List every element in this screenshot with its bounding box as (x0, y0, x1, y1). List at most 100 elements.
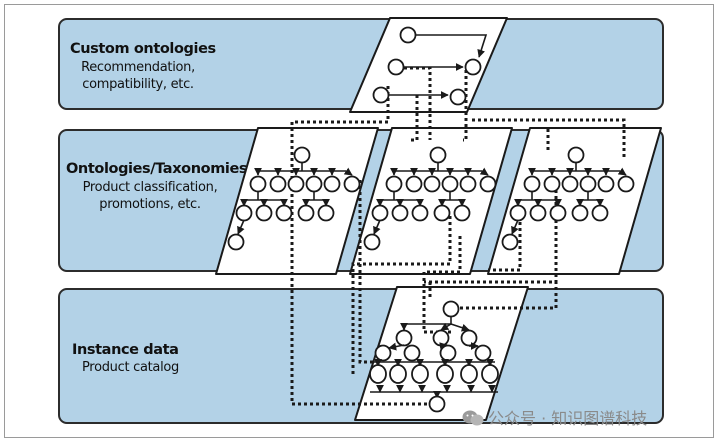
dotted-link-7 (358, 180, 377, 364)
taxonomy-1-root-node (293, 146, 311, 164)
custom-node-e (449, 88, 467, 106)
taxonomy-panel-3 (487, 127, 662, 275)
taxonomy-2-level2-node-a3 (411, 204, 429, 222)
taxonomy-2-level1-node-1 (385, 175, 403, 193)
taxonomy-1-level2-node-a2 (255, 204, 273, 222)
custom-node-d (464, 58, 482, 76)
taxonomy-1-level2-node-b2 (317, 204, 335, 222)
taxonomy-2-level1-node-6 (479, 175, 497, 193)
wechat-icon (462, 410, 484, 426)
trees-layer (227, 26, 635, 413)
dotted-link-12 (460, 282, 558, 310)
dotted-link-11 (488, 222, 522, 272)
taxonomy-2-root-node (429, 146, 447, 164)
custom-ontologies-subtitle: Recommendation, compatibility, etc. (70, 59, 206, 93)
taxonomy-3-level1-node-3 (561, 175, 579, 193)
instance-node-mid-1 (374, 344, 392, 362)
instance-data-title: Instance data (72, 342, 179, 358)
taxonomy-1-level2-node-a3 (275, 204, 293, 222)
dotted-link-8 (351, 216, 452, 374)
instance-bottom-node-4 (436, 364, 454, 384)
dotted-link-3 (409, 95, 419, 142)
taxonomy-3-root-node (567, 146, 585, 164)
dotted-link-2 (404, 66, 432, 140)
taxonomy-3-level1-node-2 (543, 175, 561, 193)
custom-ontologies-title: Custom ontologies (70, 41, 216, 57)
taxonomy-3-level3-node (501, 233, 519, 251)
instance-node-root (428, 395, 446, 413)
ontologies-taxonomies-subtitle: Product classification, promotions, etc. (70, 179, 230, 213)
taxonomy-3-level3-link (511, 219, 519, 235)
dotted-link-9 (422, 236, 462, 334)
instance-edge-top-3 (450, 323, 470, 332)
instance-bottom-node-2 (389, 364, 407, 384)
taxonomy-2-level2-node-a2 (391, 204, 409, 222)
taxonomy-3-level2-node-a2 (529, 204, 547, 222)
taxonomy-3-level2-node-a1 (509, 204, 527, 222)
taxonomy-panel-2 (349, 127, 513, 275)
dotted-link-1 (290, 86, 430, 406)
panels-layer (215, 17, 662, 421)
custom-node-b (387, 58, 405, 76)
taxonomy-1-level2-node-b1 (297, 204, 315, 222)
instance-edge-top-1 (400, 317, 452, 331)
instance-edge-mid-1 (388, 342, 405, 351)
instance-node-l1-3 (460, 329, 478, 347)
ontologies-taxonomies-subtitle-line1: Product classification, (82, 180, 218, 195)
custom-node-a (399, 26, 417, 44)
taxonomy-3-level2-node-b1 (571, 204, 589, 222)
ontologies-taxonomies-title: Ontologies/Taxonomies (66, 161, 248, 177)
instance-edge-top-2 (440, 322, 452, 331)
taxonomy-1-level1-node-2 (269, 175, 287, 193)
taxonomy-2-level2-node-a1 (371, 204, 389, 222)
instance-node-mid-2 (403, 344, 421, 362)
taxonomy-1-level1-link-6 (343, 167, 353, 176)
taxonomy-2-level1-link-6 (479, 167, 489, 176)
taxonomy-1-level3-link (237, 219, 245, 235)
taxonomy-1-level3-node (227, 233, 245, 251)
watermark-text: 公众号 · 知识图谱科技 (488, 409, 648, 428)
taxonomy-2-level3-link (373, 219, 381, 235)
taxonomy-1-level1-node-1 (249, 175, 267, 193)
instance-bottom-node-1 (369, 364, 387, 384)
taxonomy-2-level3-node (363, 233, 381, 251)
custom-ontologies-subtitle-line1: Recommendation, (81, 60, 195, 75)
instance-node-mid-3 (439, 344, 457, 362)
taxonomy-2-level2-node-b2 (453, 204, 471, 222)
taxonomy-1-level1-node-4 (305, 175, 323, 193)
taxonomy-2-level1-node-2 (405, 175, 423, 193)
custom-edge-a-d (416, 34, 488, 58)
watermark: 公众号 · 知识图谱科技 (462, 405, 647, 429)
instance-node-mid-4 (474, 344, 492, 362)
custom-ontologies-subtitle-line2: compatibility, etc. (82, 77, 194, 92)
taxonomy-3-level1-node-1 (523, 175, 541, 193)
taxonomy-2-level2-node-b1 (433, 204, 451, 222)
taxonomy-3-level1-node-6 (617, 175, 635, 193)
taxonomy-panel-1 (215, 127, 379, 275)
taxonomy-2-level1-node-3 (423, 175, 441, 193)
taxonomy-1-level2-node-a1 (235, 204, 253, 222)
instance-bottom-node-6 (481, 364, 499, 384)
taxonomy-2-level1-node-5 (459, 175, 477, 193)
instance-bottom-node-3 (411, 364, 429, 384)
taxonomy-3-level1-node-4 (579, 175, 597, 193)
custom-node-c (372, 86, 390, 104)
dotted-link-5 (472, 118, 626, 158)
taxonomy-3-level2-node-a3 (549, 204, 567, 222)
taxonomy-1-level1-node-3 (287, 175, 305, 193)
taxonomy-1-level1-node-5 (323, 175, 341, 193)
instance-node-top (442, 300, 460, 318)
taxonomy-1-level1-node-6 (343, 175, 361, 193)
taxonomy-3-level2-node-b2 (591, 204, 609, 222)
instance-edge-mid-3 (439, 342, 448, 351)
ontologies-taxonomies-subtitle-line2: promotions, etc. (99, 197, 201, 212)
instance-node-l1-2 (432, 329, 450, 347)
taxonomy-2-level1-node-4 (441, 175, 459, 193)
taxonomy-3-level1-node-5 (597, 175, 615, 193)
instance-node-l1-1 (395, 329, 413, 347)
dotted-link-4 (463, 70, 468, 142)
taxonomy-3-level1-link-6 (617, 167, 627, 176)
instance-data-subtitle: Product catalog (82, 360, 179, 375)
instance-bottom-node-5 (460, 364, 478, 384)
